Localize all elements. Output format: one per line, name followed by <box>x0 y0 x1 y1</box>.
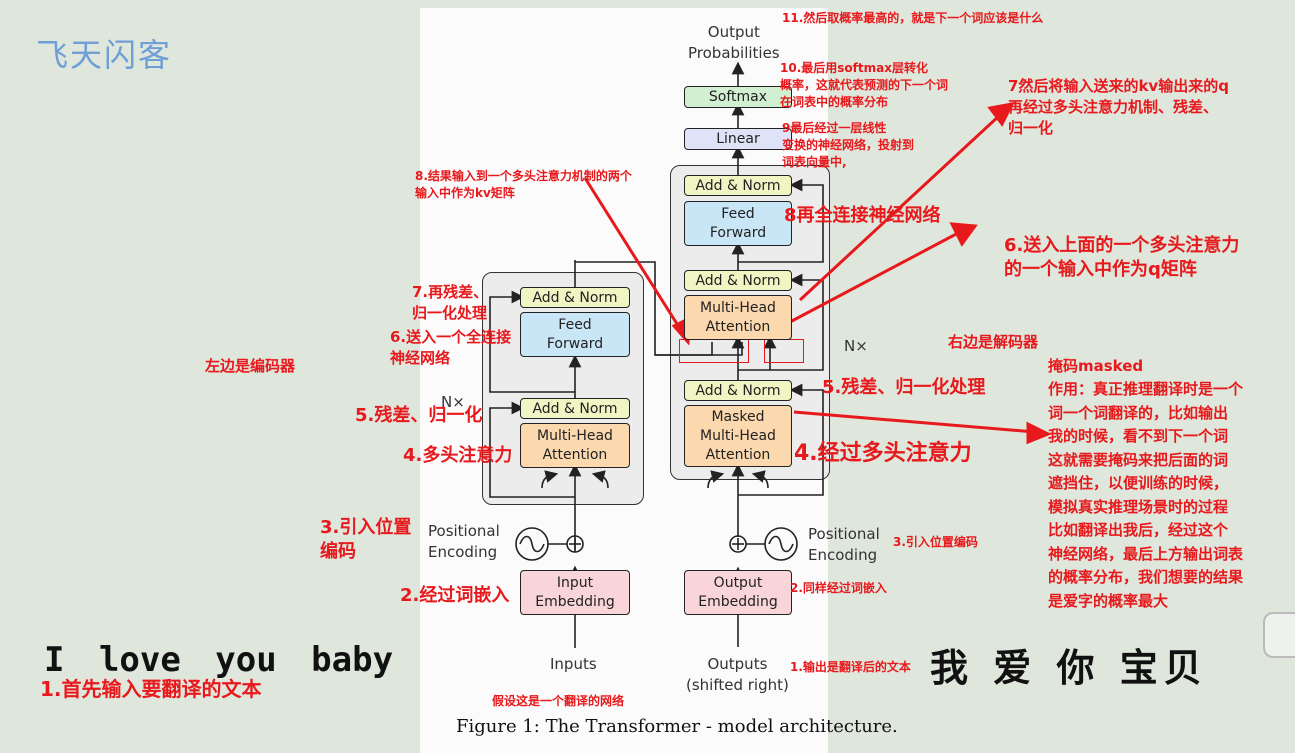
encoder-multi-head-attention: Multi-Head Attention <box>520 423 630 468</box>
annotation-2-left: 2.经过词嵌入 <box>400 585 510 606</box>
decoder-add-norm-3: Add & Norm <box>684 175 792 196</box>
chinese-sentence: 我 爱 你 宝贝 <box>930 646 1208 690</box>
output-embedding-block: Output Embedding <box>684 570 792 615</box>
annotation-4-right: 4.经过多头注意力 <box>794 441 972 466</box>
output-probabilities-label: Output Probabilities <box>688 23 780 62</box>
decoder-feed-forward-label: Feed Forward <box>709 205 767 241</box>
annotation-3-left: 3.引入位置 编码 <box>320 517 412 562</box>
linear-block: Linear <box>684 128 792 150</box>
encoder-nx-label: N× <box>441 393 465 411</box>
figure-caption: Figure 1: The Transformer - model archit… <box>456 716 898 737</box>
annotation-6-q: 6.送入上面的一个多头注意力 的一个输入中作为q矩阵 <box>1004 235 1240 280</box>
decoder-positional-encoding-label: Positional Encoding <box>808 525 880 564</box>
encoder-add-norm-1: Add & Norm <box>520 398 630 419</box>
decoder-add-norm-1: Add & Norm <box>684 380 792 401</box>
masked-mha-label: Masked Multi-Head Attention <box>700 408 776 463</box>
masked-title: 掩码masked <box>1048 357 1144 375</box>
annotation-1-left: 1.首先输入要翻译的文本 <box>40 677 262 701</box>
annotation-assume: 假设这是一个翻译的网络 <box>492 694 625 708</box>
q-highlight-box <box>764 339 804 363</box>
annotation-5-right: 5.残差、归一化处理 <box>822 377 986 398</box>
decoder-add-norm-2: Add & Norm <box>684 270 792 291</box>
softmax-block: Softmax <box>684 86 792 108</box>
encoder-feed-forward-label: Feed Forward <box>546 316 604 352</box>
encoder-mha-label: Multi-Head Attention <box>537 427 613 463</box>
encoder-positional-encoding-label: Positional Encoding <box>428 522 500 561</box>
annotation-8-kv: 8.结果输入到一个多头注意力机制的两个 输入中作为kv矩阵 <box>415 169 632 200</box>
input-embedding-label: Input Embedding <box>535 574 615 610</box>
input-embedding-block: Input Embedding <box>520 570 630 615</box>
inputs-label: Inputs <box>550 655 597 673</box>
annotation-6-left: 6.送入一个全连接 神经网络 <box>390 328 512 367</box>
masked-explanation: 作用：真正推理翻译时是一个 词一个词翻译的，比如输出 我的时候，看不到下一个词 … <box>1048 380 1244 610</box>
next-page-button[interactable] <box>1263 612 1295 658</box>
kv-highlight-box <box>679 339 749 363</box>
english-sentence: I love you baby <box>44 640 394 680</box>
decoder-mha-label: Multi-Head Attention <box>700 299 776 335</box>
decoder-feed-forward: Feed Forward <box>684 201 792 246</box>
annotation-7-left: 7.再残差、 归一化处理 <box>412 283 489 322</box>
decoder-nx-label: N× <box>844 337 868 355</box>
outputs-label: Outputs (shifted right) <box>686 655 789 694</box>
output-embedding-label: Output Embedding <box>698 574 778 610</box>
annotation-3-right: 3.引入位置编码 <box>893 535 978 549</box>
masked-multi-head-attention: Masked Multi-Head Attention <box>684 405 792 467</box>
encoder-feed-forward: Feed Forward <box>520 312 630 357</box>
annotation-4-left: 4.多头注意力 <box>403 445 513 466</box>
annotation-10: 10.最后用softmax层转化 概率，这就代表预测的下一个词 在词表中的概率分… <box>780 61 949 109</box>
annotation-9: 9最后经过一层线性 变换的神经网络，投射到 词表向量中, <box>782 121 915 169</box>
encoder-side-label: 左边是编码器 <box>205 357 296 375</box>
annotation-1-right: 1.输出是翻译后的文本 <box>790 660 911 674</box>
annotation-11: 11.然后取概率最高的，就是下一个词应该是什么 <box>782 11 1044 25</box>
watermark-logo: 飞天闪客 <box>36 36 173 74</box>
annotation-2-right: 2.同样经过词嵌入 <box>790 581 887 595</box>
annotation-8-feedforward: 8再全连接神经网络 <box>784 205 941 226</box>
decoder-side-label: 右边是解码器 <box>948 333 1039 351</box>
annotation-5-left: 5.残差、归一化 <box>355 405 483 426</box>
encoder-add-norm-2: Add & Norm <box>520 287 630 308</box>
annotation-7-right: 7然后将输入送来的kv输出来的q 再经过多头注意力机制、残差、 归一化 <box>1008 77 1229 137</box>
decoder-multi-head-attention: Multi-Head Attention <box>684 295 792 340</box>
